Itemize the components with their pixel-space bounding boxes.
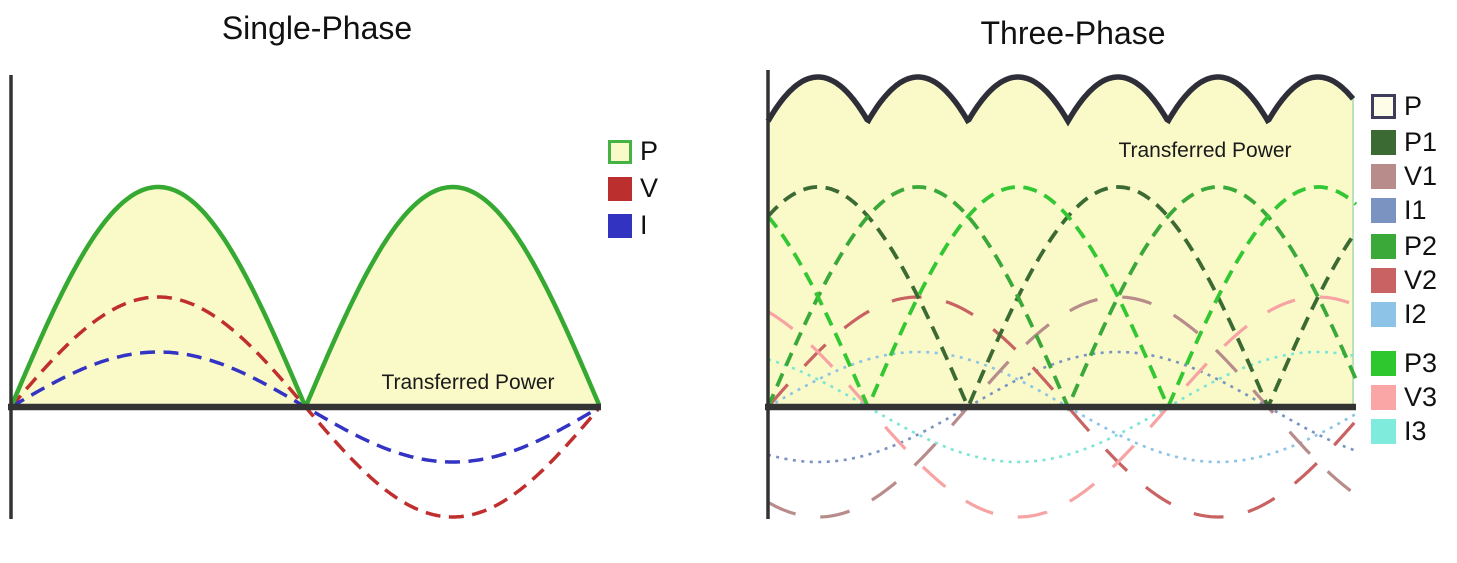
legend-item-p: P	[608, 136, 659, 166]
i-swatch	[608, 213, 632, 238]
legend-item-v2: V2	[1371, 265, 1438, 295]
three-phase-title: Three-Phase	[980, 15, 1166, 51]
legend-item-v: V	[608, 173, 659, 203]
legend-item-i3: I3	[1371, 416, 1437, 446]
legend-item-p2: P2	[1371, 231, 1438, 261]
legend-label: I	[640, 210, 648, 240]
v1-swatch	[1371, 164, 1396, 189]
legend-label: P	[1404, 91, 1423, 121]
single-phase-transferred-power-label: Transferred Power	[381, 371, 555, 394]
right-v1-curve	[767, 295, 1357, 519]
legend-item-v1: V1	[1371, 161, 1438, 191]
legend-label: V3	[1404, 382, 1438, 412]
v-swatch	[608, 176, 632, 201]
right-total-power-curve	[765, 74, 1356, 127]
p3-swatch	[1371, 351, 1396, 376]
i1-swatch	[1371, 198, 1396, 223]
right-p3-curve	[766, 185, 1358, 409]
legend-label: I3	[1404, 416, 1427, 446]
p-swatch	[1371, 94, 1396, 119]
right-transferred-power-fill	[767, 76, 1354, 408]
right-i1-curve	[767, 350, 1357, 464]
legend-label: V1	[1404, 161, 1438, 191]
legend-label: V	[640, 173, 659, 203]
three-phase-transferred-power-label: Transferred Power	[1118, 139, 1292, 162]
p-swatch	[608, 139, 632, 164]
legend-label: P3	[1404, 348, 1438, 378]
i2-swatch	[1371, 302, 1396, 327]
right-p2-curve	[766, 185, 1358, 412]
legend-item-i: I	[608, 210, 658, 240]
p1-swatch	[1371, 130, 1396, 155]
i3-swatch	[1371, 419, 1396, 444]
right-v2-curve	[766, 295, 1358, 519]
legend-label: P2	[1404, 231, 1438, 261]
single-phase-legend: P V I	[608, 136, 659, 250]
v2-swatch	[1371, 268, 1396, 293]
legend-item-p1: P1	[1371, 127, 1438, 157]
legend-label: P	[640, 136, 659, 166]
v3-swatch	[1371, 385, 1396, 410]
p2-swatch	[1371, 234, 1396, 259]
legend-item-i2: I2	[1371, 299, 1437, 329]
legend-label: I1	[1404, 195, 1427, 225]
right-i3-curve	[767, 350, 1357, 464]
legend-item-v3: V3	[1371, 382, 1438, 412]
right-p1-curve	[766, 185, 1358, 409]
legend-label: P1	[1404, 127, 1438, 157]
three-phase-legend: P P1 V1 I1 P2 V2 I2 P3	[1371, 91, 1438, 453]
single-phase-title: Single-Phase	[221, 10, 413, 46]
legend-label: I2	[1404, 299, 1427, 329]
right-i2-curve	[767, 350, 1357, 464]
left-transferred-power-fill	[11, 187, 600, 407]
legend-item-p3: P3	[1371, 348, 1438, 378]
legend-item-i1: I1	[1371, 195, 1437, 225]
legend-label: V2	[1404, 265, 1438, 295]
legend-item-p: P	[1371, 91, 1437, 121]
